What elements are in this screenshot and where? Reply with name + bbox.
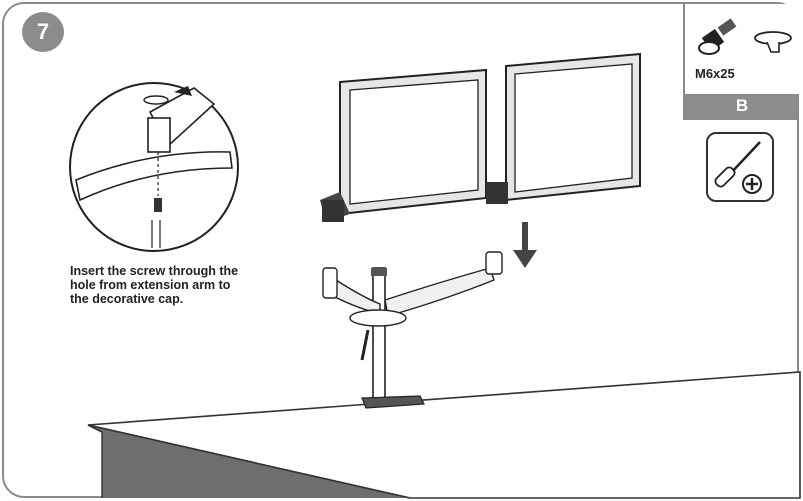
phillips-screwdriver-icon (714, 141, 762, 194)
detail-zoom-circle (69, 82, 239, 252)
tool-panel (706, 132, 774, 202)
down-arrow (513, 222, 537, 268)
right-monitor (486, 52, 641, 204)
monitor-arm-stand (322, 251, 503, 409)
step-number-badge: 7 (22, 12, 64, 52)
decorative-cap-icon (754, 31, 792, 53)
screw-icon (698, 18, 737, 55)
desk (87, 371, 801, 499)
instruction-text: Insert the screw through the hole from e… (70, 264, 239, 306)
screw-size-label: M6x25 (695, 66, 735, 81)
left-monitor (320, 68, 487, 222)
parts-code-label: B (685, 94, 799, 118)
parts-panel: M6x25 B (683, 4, 799, 120)
